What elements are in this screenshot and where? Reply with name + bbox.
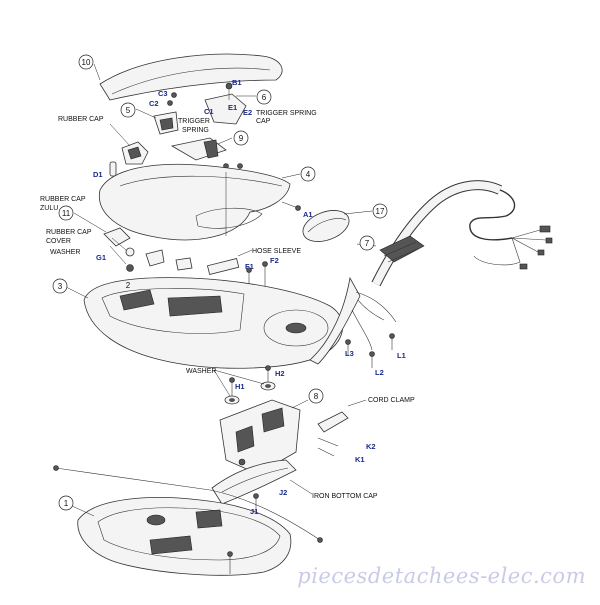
part-hose-sleeve	[206, 249, 253, 275]
part-iron-bottom-cap	[211, 459, 313, 512]
code-f1: F1	[245, 262, 254, 271]
code-a1: A1	[303, 210, 313, 219]
part-number-5: 5	[120, 102, 136, 118]
part-number-3: 3	[52, 278, 68, 294]
part-number-2-text: 2	[126, 281, 131, 290]
part-5-trigger	[135, 92, 179, 135]
code-b1: B1	[232, 78, 242, 87]
part-number-8-text: 8	[314, 392, 319, 401]
label-trigger-spring-cap-2: CAP	[256, 118, 271, 125]
label-rubber-cap-cover-1: RUBBER CAP	[46, 229, 92, 236]
code-f2: F2	[270, 256, 279, 265]
part-number-1-text: 1	[64, 499, 69, 508]
label-rubber-cap-zulu-2: ZULU	[40, 205, 58, 212]
part-number-4-text: 4	[306, 170, 311, 179]
code-h2: H2	[275, 369, 285, 378]
code-l3: L3	[345, 349, 354, 358]
label-trigger-spring-cap-1: TRIGGER SPRING	[256, 110, 317, 117]
part-number-8: 8	[308, 388, 324, 404]
code-l1: L1	[397, 351, 406, 360]
code-k1: K1	[355, 455, 365, 464]
label-rubber-cap-cover-2: COVER	[46, 238, 71, 245]
part-9-trigger-spring	[170, 137, 243, 169]
code-j2: J2	[279, 488, 287, 497]
label-cord-clamp: CORD CLAMP	[368, 397, 415, 404]
part-number-1: 1	[58, 495, 74, 511]
part-4-upper-housing	[98, 163, 301, 241]
part-number-2: 2	[126, 281, 131, 290]
code-g1: G1	[96, 253, 106, 262]
part-h-screws	[213, 365, 276, 405]
watermark-text: piecesdetachees-elec.com	[297, 564, 586, 588]
part-cord-clamp	[317, 399, 367, 457]
part-8-rear-base	[219, 399, 309, 475]
label-hose-sleeve: HOSE SLEEVE	[252, 248, 301, 255]
part-6-bracket	[204, 82, 256, 125]
code-e2: E2	[243, 108, 252, 117]
part-number-9-text: 9	[239, 134, 244, 143]
part-17-cover-parts	[73, 212, 193, 272]
part-number-17: 11	[58, 205, 74, 221]
label-trigger-2: SPRING	[182, 127, 209, 134]
part-number-3-text: 3	[58, 282, 63, 291]
part-number-6: 6	[256, 89, 272, 105]
label-rubber-cap: RUBBER CAP	[58, 116, 104, 123]
part-number-11-text: 17	[376, 207, 385, 216]
part-number-4: 4	[300, 166, 316, 182]
code-e1: E1	[228, 103, 237, 112]
part-number-7: 7	[359, 235, 375, 251]
part-number-11: 17	[372, 203, 388, 219]
part-number-5-text: 5	[126, 106, 131, 115]
label-iron-bottom-cap: IRON BOTTOM CAP	[312, 493, 378, 500]
part-number-7-text: 7	[365, 239, 370, 248]
part-number-17-text: 11	[62, 209, 71, 218]
code-d1: D1	[93, 170, 103, 179]
part-1-soleplate	[53, 465, 323, 576]
code-j1: J1	[250, 507, 258, 516]
code-c1: C1	[204, 107, 214, 116]
code-k2: K2	[366, 442, 376, 451]
code-l2: L2	[375, 368, 384, 377]
part-7-hose-assembly	[309, 180, 553, 368]
label-trigger-1: TRIGGER	[178, 118, 210, 125]
part-11-oval-cover	[302, 210, 373, 242]
code-c3: C3	[158, 89, 168, 98]
label-washer-middle: WASHER	[186, 368, 216, 375]
part-10-handle-cover	[93, 53, 283, 101]
part-number-10: 10	[78, 54, 94, 70]
part-rubber-cap	[109, 123, 149, 165]
code-h1: H1	[235, 382, 245, 391]
part-number-10-text: 10	[82, 58, 91, 67]
label-rubber-cap-zulu-1: RUBBER CAP	[40, 196, 86, 203]
code-c2: C2	[149, 99, 159, 108]
part-number-9: 9	[233, 130, 249, 146]
part-number-6-text: 6	[262, 93, 267, 102]
label-washer-left: WASHER	[50, 249, 80, 256]
part-3-lower-housing	[65, 277, 344, 369]
part-d1-pin	[109, 161, 117, 177]
part-a1-screw	[281, 201, 301, 211]
